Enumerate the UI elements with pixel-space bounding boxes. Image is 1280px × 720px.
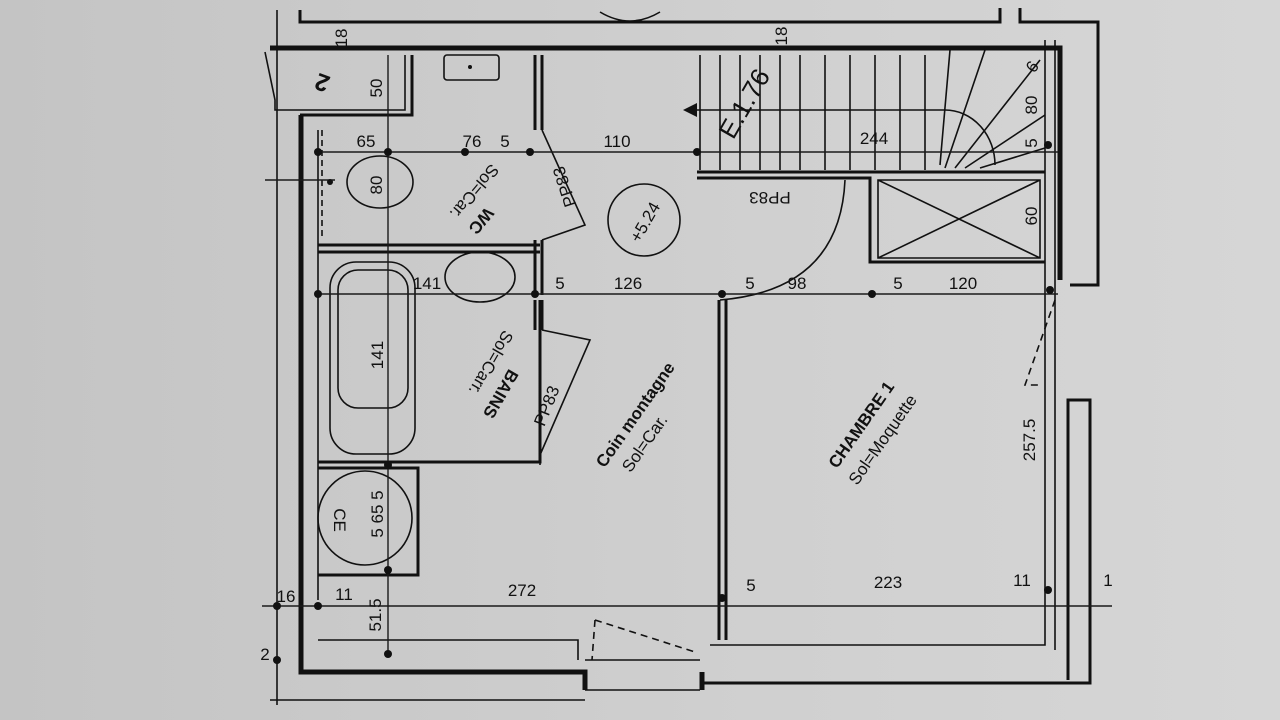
dim-label: 223: [874, 573, 902, 592]
dim-label: 18: [332, 29, 351, 48]
dim-label: 257.5: [1020, 419, 1039, 462]
dim-label: 98: [788, 274, 807, 293]
dim-label: 11: [335, 585, 353, 604]
dim-label: 126: [614, 274, 642, 293]
dim-label: 5: [500, 132, 509, 151]
dimension-lines: [262, 55, 1112, 664]
dim-label: 11: [1013, 571, 1031, 590]
door-label: PP83: [749, 188, 791, 207]
dim-label: 51.5: [366, 598, 385, 631]
dim-label: 76: [463, 132, 482, 151]
dim-label: 80: [367, 176, 386, 195]
dim-label: 2: [260, 645, 269, 664]
dim-label: 5: [1022, 138, 1041, 147]
dim-label: 5 65 5: [368, 490, 387, 537]
door-swings: [539, 11, 1056, 661]
dim-label: 5: [555, 274, 564, 293]
dim-label: 141: [413, 274, 441, 293]
dim-label: 110: [603, 132, 630, 151]
dim-label: 5: [745, 274, 754, 293]
dim-label: 272: [508, 581, 536, 600]
dim-label: 141: [368, 341, 387, 369]
dim-label: 16: [277, 587, 296, 606]
dim-label: 5: [746, 576, 755, 595]
dimension-labels: 18 18 2 50 65 76 5 110 244 141 5 126 5 9…: [260, 27, 1112, 664]
level-marker: [607, 183, 681, 257]
dim-label: 18: [772, 27, 791, 46]
dim-label: 65: [357, 132, 376, 151]
interior-walls: [317, 54, 1045, 640]
dim-label: 60: [1022, 207, 1041, 226]
dim-label: 5: [893, 274, 902, 293]
dim-label: 50: [367, 79, 386, 98]
dim-label: 244: [860, 129, 888, 148]
dim-label: 1: [1103, 571, 1112, 590]
staircase: [683, 49, 1046, 170]
dim-label: 80: [1022, 96, 1041, 115]
ce-label: CE: [330, 508, 349, 532]
dim-label: 120: [949, 274, 977, 293]
